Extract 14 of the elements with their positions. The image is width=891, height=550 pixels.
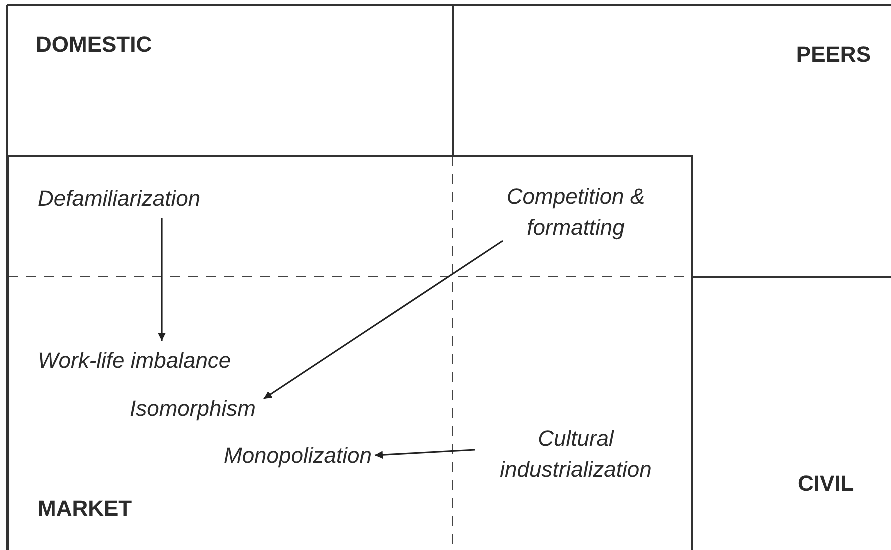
concept-text: Competition & formatting: [481, 181, 671, 243]
quadrant-heading: CIVIL: [798, 470, 854, 498]
concept-text: Work-life imbalance: [38, 345, 232, 376]
concept-text: Defamiliarization: [38, 183, 201, 214]
arrow: [374, 449, 476, 460]
concept-text: Cultural industrialization: [471, 423, 681, 485]
arrow: [263, 240, 504, 400]
concept-text: Isomorphism: [130, 393, 256, 424]
arrow: [158, 218, 166, 341]
concept-text: Monopolization: [224, 440, 372, 471]
quadrant-heading: MARKET: [38, 495, 132, 523]
quadrant-heading: PEERS: [796, 41, 871, 69]
market-box: [7, 155, 693, 550]
quadrant-heading: DOMESTIC: [36, 31, 152, 59]
